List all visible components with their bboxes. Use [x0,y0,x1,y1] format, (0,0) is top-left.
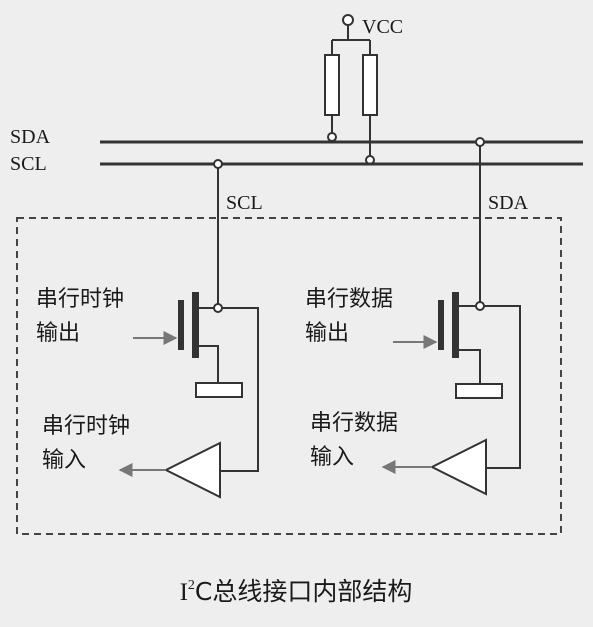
pullup-resistor-scl [362,54,378,116]
clock-in-label-line1: 串行时钟 [42,414,130,439]
caption-rest: C总线接口内部结构 [195,577,412,606]
sda-transistor-channel [452,292,459,358]
scl-transistor-source [199,345,219,383]
clock-out-label-line1: 串行时钟 [36,287,124,312]
sda-tap-label: SDA [488,192,529,214]
vcc-terminal [342,14,354,26]
scl-tap-label: SCL [226,192,263,214]
scl-feedback-wire [220,307,259,472]
scl-ground-symbol [195,382,243,398]
scl-transistor-channel [192,292,199,358]
pullup-resistor-sda [324,54,340,116]
data-in-label-line2: 输入 [310,445,354,470]
sda-transistor-source [459,349,481,384]
data-in-label-line1: 串行数据 [310,411,398,436]
data-out-label-line2: 输出 [305,321,349,346]
caption-prefix: I [180,579,188,606]
scl-drain-node [213,303,223,313]
sda-bus-label: SDA [10,126,51,148]
device-boundary [16,217,562,535]
clock-out-label-line2: 输出 [36,321,80,346]
data-out-label-line1: 串行数据 [305,287,393,312]
data-input-buffer [429,438,487,496]
sda-drain-node [475,301,485,311]
clock-input-buffer [163,441,221,499]
sda-transistor-gate [438,300,444,350]
junction-sda-pullup [327,132,337,142]
sda-ground-symbol [455,383,503,399]
junction-scl-tap [213,159,223,169]
diagram-caption: I2C总线接口内部结构 [180,577,413,606]
scl-bus-label: SCL [10,153,47,175]
vcc-label: VCC [362,16,403,38]
scl-transistor-gate [178,300,184,350]
clock-in-label-line2: 输入 [42,448,86,473]
caption-superscript: 2 [188,578,195,593]
junction-sda-tap [475,137,485,147]
sda-feedback-wire [484,305,521,469]
